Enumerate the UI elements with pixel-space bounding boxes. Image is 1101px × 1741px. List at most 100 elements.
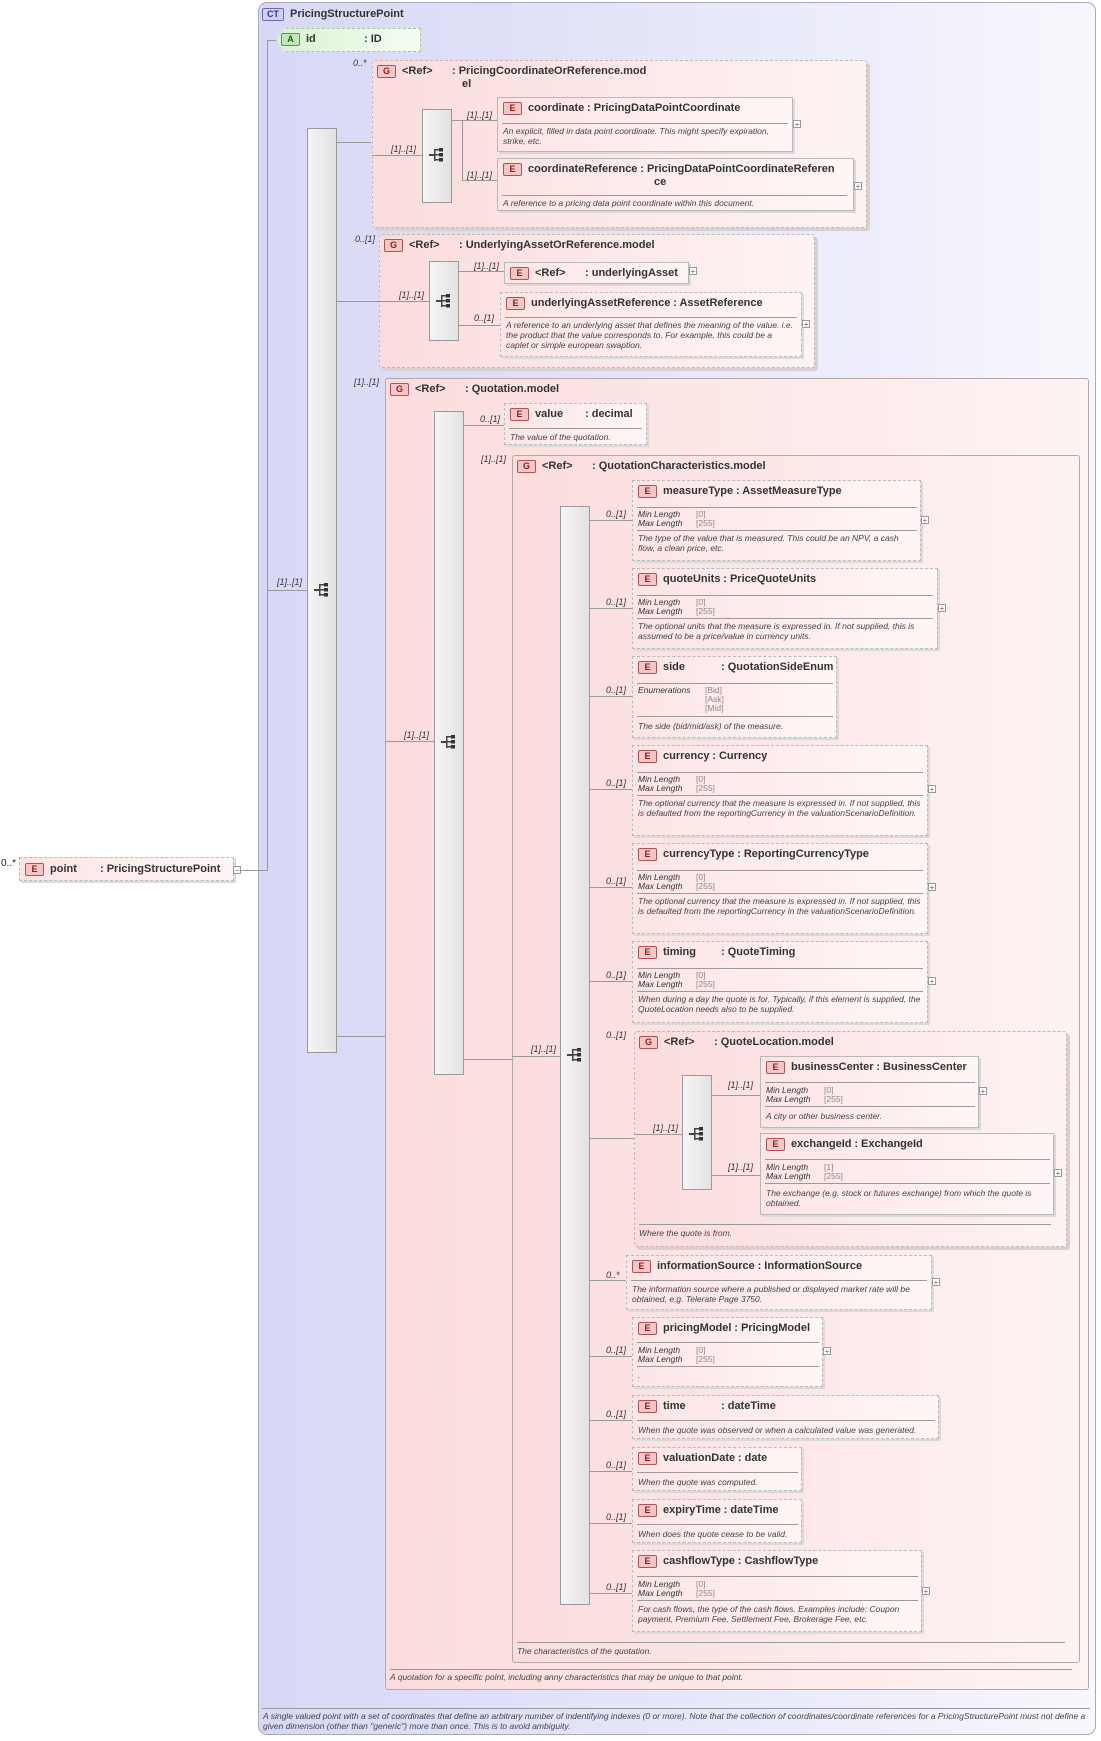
expand-toggle[interactable]: + (922, 1587, 930, 1596)
expand-toggle[interactable]: + (823, 1347, 831, 1356)
expand-toggle[interactable]: + (928, 785, 936, 794)
ql-card: 0..[1] (606, 1030, 627, 1040)
g3-seq-card: [1]..[1] (404, 730, 430, 740)
divider (637, 507, 917, 508)
ql-sequence-bar (682, 1075, 712, 1190)
element-doc: When does the quote cease to be valid. (638, 1529, 788, 1539)
main-seq-card: [1]..[1] (277, 577, 303, 587)
min-length-label: Min Length (638, 597, 681, 607)
element-type: : Currency (712, 750, 768, 763)
connector (634, 1134, 682, 1135)
expand-toggle[interactable]: + (979, 1087, 987, 1096)
element-name: currency (663, 750, 710, 763)
sequence-icon (436, 294, 452, 311)
connector (459, 325, 504, 326)
group-ref: <Ref> (402, 65, 433, 78)
max-length-value: [255] (696, 518, 715, 528)
element-ref: <Ref> (535, 267, 566, 280)
connector (267, 40, 281, 41)
divider (505, 317, 797, 318)
element-name: measureType (663, 485, 734, 498)
connector (590, 520, 632, 521)
expand-toggle[interactable]: + (921, 516, 929, 525)
element-badge: E (638, 573, 657, 586)
element-card: 0..[1] (606, 1512, 627, 1522)
expand-toggle[interactable]: + (802, 320, 810, 329)
connector (462, 180, 497, 181)
expand-toggle[interactable]: + (938, 604, 946, 613)
root-type: : PricingStructurePoint (100, 863, 221, 876)
divider (637, 1472, 798, 1473)
group-badge: G (384, 239, 403, 252)
min-length-value: [0] (696, 774, 706, 784)
expand-toggle[interactable]: + (1054, 1169, 1062, 1178)
g2-card: 0..[1] (355, 234, 376, 244)
element-card: 0..* (606, 1270, 620, 1280)
max-length-label: Max Length (638, 518, 683, 528)
max-length-label: Max Length (638, 979, 683, 989)
expand-toggle[interactable]: + (689, 267, 697, 276)
connector (590, 789, 632, 790)
expand-toggle[interactable]: + (932, 1278, 940, 1287)
attribute-badge: A (281, 33, 300, 46)
min-length-value: [0] (696, 1579, 706, 1589)
connector (590, 696, 632, 697)
g3-sequence-bar (434, 411, 464, 1075)
enumerations-label: Enumerations (638, 685, 691, 695)
max-length-value: [255] (696, 783, 715, 793)
min-length-label: Min Length (638, 1579, 681, 1589)
expand-toggle[interactable]: + (928, 883, 936, 892)
element-name: cashflowType (663, 1555, 735, 1568)
element-doc: When the quote was observed or when a ca… (638, 1425, 917, 1435)
divider (637, 991, 923, 992)
divider (631, 1280, 927, 1281)
element-doc: The optional currency that the measure i… (638, 798, 921, 818)
element-doc: The exchange (e.g. stock or futures exch… (766, 1188, 1032, 1208)
element-type: : BusinessCenter (876, 1061, 967, 1074)
max-length-label: Max Length (638, 606, 683, 616)
element-type: : InformationSource (757, 1260, 863, 1273)
element-underlying-asset[interactable]: E<Ref>: underlyingAsset (504, 262, 689, 284)
max-length-label: Max Length (638, 881, 683, 891)
expand-toggle[interactable]: + (793, 120, 801, 129)
element-badge: E (510, 408, 529, 421)
sequence-icon (441, 735, 457, 752)
element-type: : PricingDataPointCoordinateReferen (640, 163, 835, 176)
group-badge: G (517, 460, 536, 473)
collapse-toggle[interactable]: − (233, 866, 241, 875)
element-name: coordinateReference (528, 163, 638, 176)
element-card: 0..[1] (606, 1582, 627, 1592)
element-name: businessCenter (791, 1061, 874, 1074)
element-doc: An explicit, filled in data point coordi… (503, 126, 769, 146)
min-length-label: Min Length (766, 1085, 809, 1095)
element-type: : AssetReference (673, 297, 763, 310)
coordinate-reference-card: [1]..[1] (467, 170, 493, 180)
g2-seq-card: [1]..[1] (399, 290, 425, 300)
connector (379, 301, 429, 302)
min-length-label: Min Length (638, 509, 681, 519)
expand-toggle[interactable]: + (928, 977, 936, 986)
min-length-label: Min Length (638, 1345, 681, 1355)
element-type: : CashflowType (737, 1555, 819, 1568)
expand-toggle[interactable]: + (854, 182, 862, 191)
